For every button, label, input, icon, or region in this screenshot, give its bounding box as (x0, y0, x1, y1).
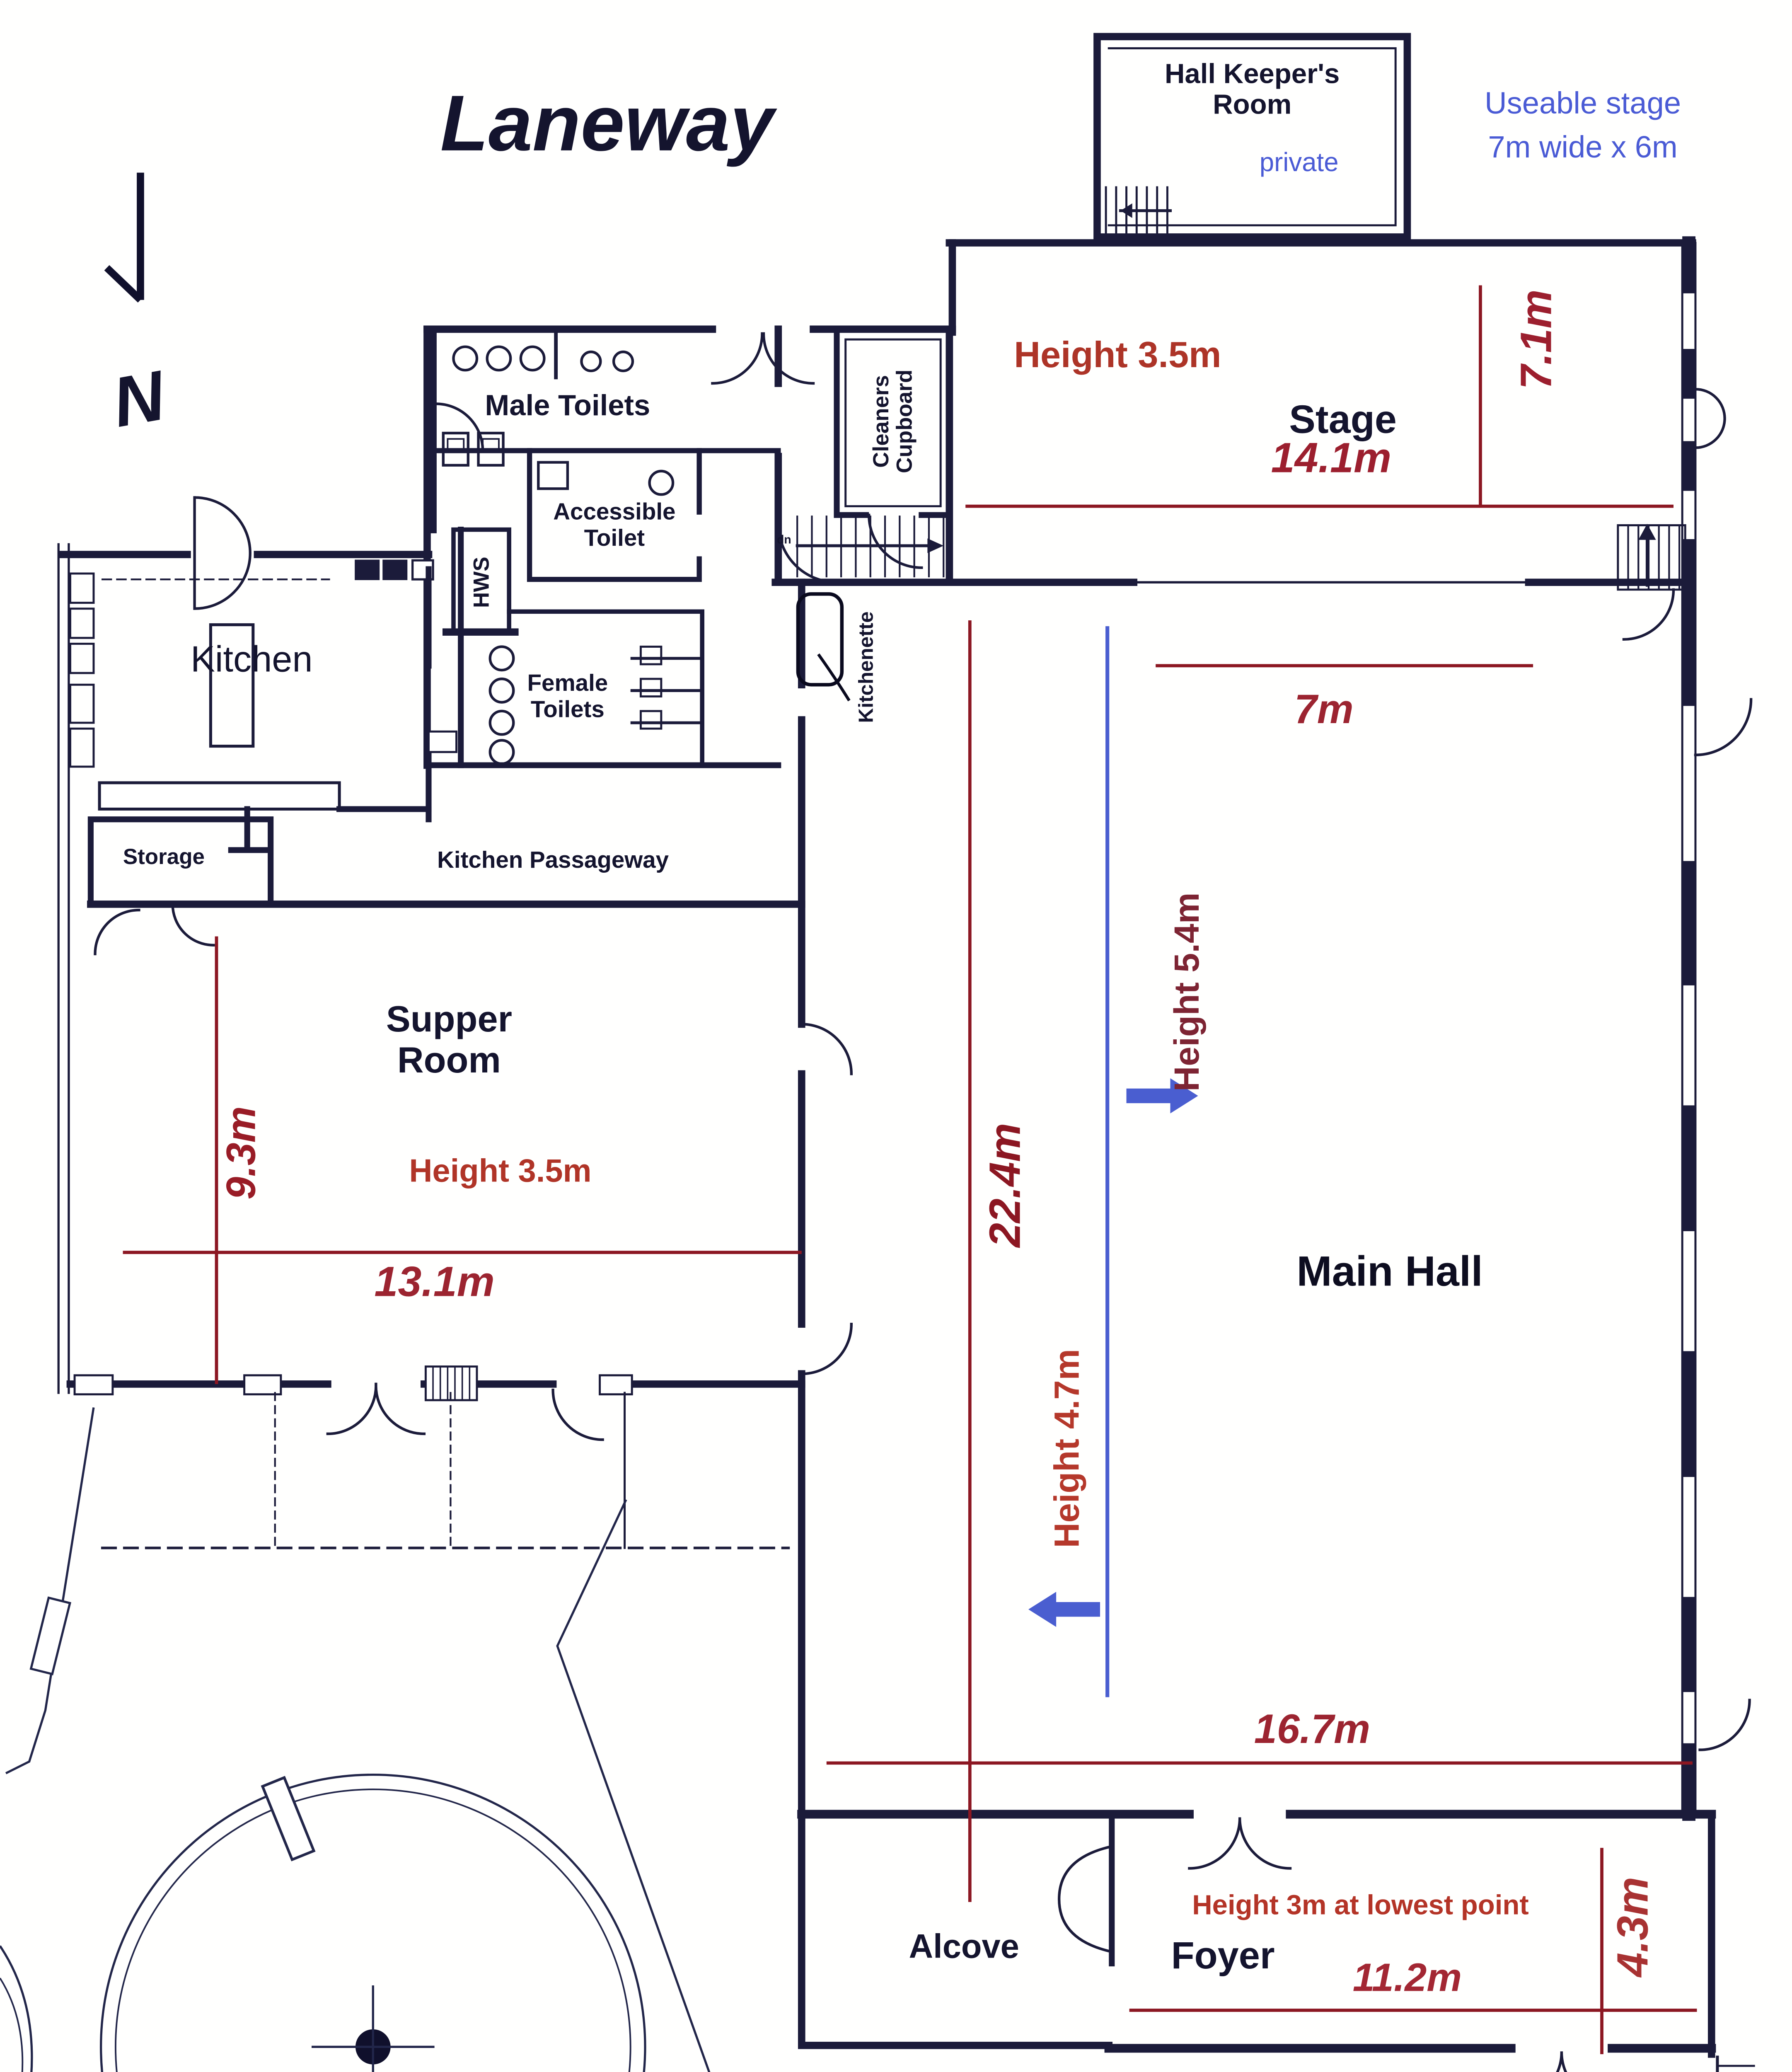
arrow-right-icon (1126, 1078, 1198, 1113)
laneway-label: Laneway (440, 80, 774, 168)
room-label-kitchen: Kitchen (191, 639, 313, 680)
room-label-kitchenette: Kitchenette (854, 611, 878, 723)
stair-up-arrow-icon (1638, 523, 1656, 540)
north-arrow-icon (104, 172, 144, 303)
dim-stage-depth: 7.1m (1513, 289, 1562, 390)
room-label-foyer: Foyer (1171, 1933, 1275, 1978)
dim-supper-depth: 9.3m (218, 1106, 264, 1200)
dim-hall-opening: 7m (1294, 686, 1354, 732)
room-label-hall-keepers: Hall Keeper's Room (1164, 59, 1340, 122)
dim-hall-width: 16.7m (1254, 1706, 1371, 1752)
height-annotation-arrows (927, 203, 1656, 1697)
room-label-female-toilets: Female Toilets (527, 671, 608, 723)
room-label-cleaners-cupboard: Cleaners Cupboard (869, 369, 917, 473)
room-label-accessible-toilet: Accessible Toilet (553, 500, 676, 552)
note-private: private (1259, 148, 1339, 177)
dim-hall-height-rear: Height 5.4m (1168, 892, 1208, 1092)
stair-dn-arrow-icon (927, 538, 944, 553)
room-label-hws: HWS (469, 557, 495, 608)
dimension-lines (123, 285, 1697, 2054)
hk-stair-arrow-icon (1120, 203, 1132, 218)
arrow-left-icon (1028, 1592, 1100, 1627)
room-label-main-hall: Main Hall (1296, 1249, 1483, 1296)
room-label-supper-room: Supper Room (386, 999, 512, 1082)
dim-hall-length: 22.4m (982, 1123, 1030, 1247)
dim-foyer-depth: 4.3m (1609, 1877, 1658, 1977)
dim-hall-height-front: Height 4.7m (1048, 1349, 1088, 1548)
room-label-stairs-dn: dn (777, 533, 791, 547)
walls (57, 33, 1755, 2072)
dim-supper-height: Height 3.5m (409, 1152, 592, 1189)
dim-foyer-height: Height 3m at lowest point (1192, 1890, 1529, 1922)
dim-foyer-width: 11.2m (1352, 1956, 1462, 2000)
dim-stage-height: Height 3.5m (1014, 335, 1221, 376)
dim-supper-width: 13.1m (374, 1259, 495, 1306)
room-label-male-toilets: Male Toilets (485, 390, 651, 423)
room-label-kitchen-passageway: Kitchen Passageway (437, 848, 669, 874)
dim-stage-width: 14.1m (1271, 436, 1392, 483)
room-label-alcove: Alcove (909, 1927, 1019, 1965)
room-label-storage: Storage (123, 845, 205, 870)
note-useable-stage: Useable stage 7m wide x 6m (1485, 87, 1681, 165)
garden-linework (0, 1407, 711, 2072)
room-label-stage: Stage (1289, 397, 1397, 442)
